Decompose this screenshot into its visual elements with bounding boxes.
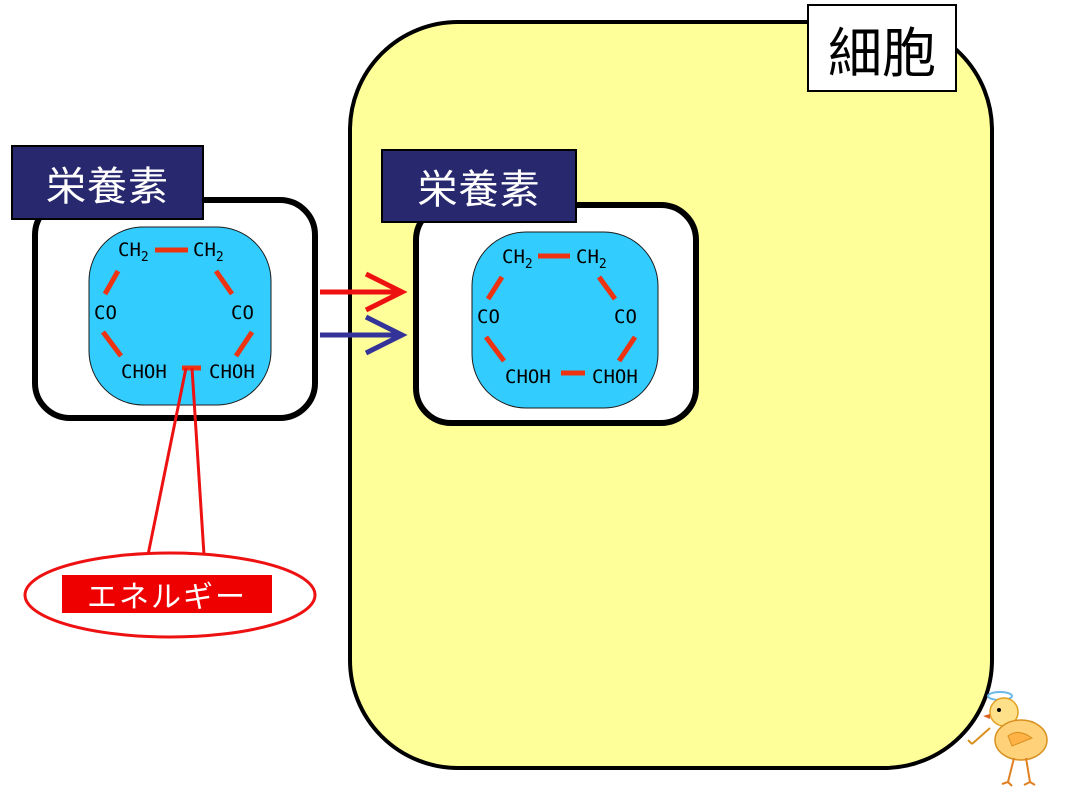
molecule-inside: CH2 CH2 CO CO CHOH CHOH [471, 231, 659, 409]
blue-arrow-icon [320, 314, 408, 356]
bond-line [484, 335, 506, 363]
cell-label: 細胞 [807, 4, 957, 92]
molecule-group: CHOH [592, 366, 638, 388]
molecule-outside: CH2 CH2 CO CO CHOH CHOH [88, 226, 272, 406]
molecule-group: CO [94, 302, 117, 324]
callout-pointer [146, 367, 206, 556]
molecule-group: CHOH [505, 366, 551, 388]
red-arrow-icon [320, 271, 408, 313]
nutrient-inside-label: 栄養素 [381, 149, 577, 223]
bond-line [213, 269, 235, 296]
molecule-group: CHOH [121, 361, 167, 383]
nutrient-outside-label: 栄養素 [11, 145, 204, 220]
bond-line [596, 275, 618, 301]
molecule-group: CO [477, 306, 500, 328]
bond-line [485, 275, 505, 301]
molecule-group: CO [614, 306, 637, 328]
chick-illustration [967, 691, 1048, 787]
energy-label: エネルギー [62, 575, 272, 615]
molecule-group: CHOH [209, 361, 255, 383]
bond-line [233, 330, 255, 358]
bond-line [102, 269, 121, 296]
molecule-group: CO [231, 302, 254, 324]
transport-arrows [320, 271, 408, 356]
bond-line [616, 335, 638, 363]
bond-line [101, 330, 123, 358]
